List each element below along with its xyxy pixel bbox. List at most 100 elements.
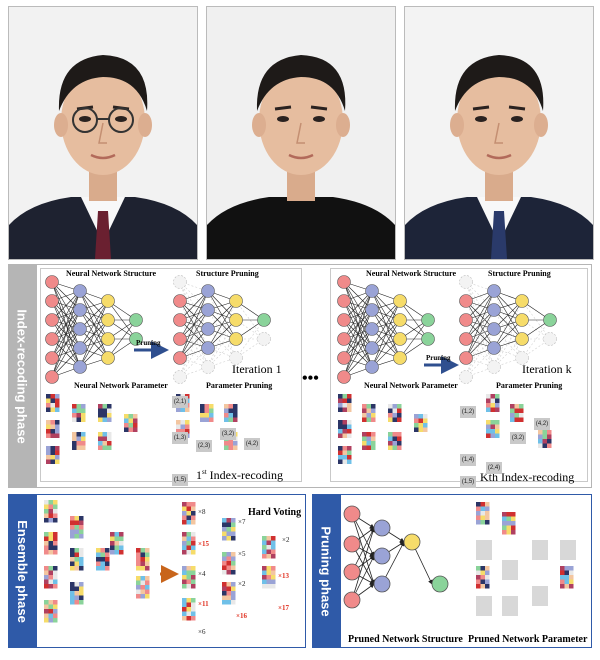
pruned-parameter-matrix	[560, 575, 565, 580]
ensemble-output-matrix	[231, 552, 236, 557]
pruned-parameter-matrix	[502, 512, 507, 517]
pruned-parameter-matrix	[476, 520, 481, 525]
pruned-neuron	[343, 505, 361, 523]
ensemble-output-matrix	[191, 616, 196, 621]
eye-left	[79, 116, 91, 122]
neuron-node-a	[101, 294, 115, 308]
ensemble-input-matrix	[100, 561, 105, 566]
ensemble-input-matrix	[53, 609, 58, 614]
neuron-node-a	[45, 370, 59, 384]
parameter-matrix	[371, 404, 376, 409]
ensemble-input-matrix	[79, 557, 84, 562]
index-recoding-1-label: 1st Index-recoding	[196, 468, 283, 482]
vote-count: ×4	[198, 570, 206, 578]
ensemble-input-matrix	[44, 532, 49, 537]
ensemble-output-matrix	[231, 518, 236, 523]
hair	[256, 55, 346, 111]
parameter-matrix	[342, 424, 347, 429]
pruned-parameter-matrix	[476, 502, 481, 507]
parameter-matrix	[414, 423, 419, 428]
parameter-matrix	[342, 455, 347, 460]
pruned-parameter-matrix	[490, 407, 495, 412]
ensemble-output-matrix	[262, 554, 267, 559]
neuron-node-c	[365, 303, 379, 317]
connection-edge	[343, 290, 373, 359]
pruned-parameter-matrix	[502, 521, 507, 526]
neuron-node-a	[45, 294, 59, 308]
parameter-matrix	[347, 429, 352, 434]
connection-edge	[179, 290, 209, 378]
vote-count: ×11	[198, 600, 209, 608]
parameter-matrix	[423, 423, 428, 428]
neuron-node-b	[173, 370, 187, 384]
ensemble-output-matrix	[186, 506, 191, 511]
ensemble-input-matrix	[48, 541, 53, 546]
pruned-parameter-matrix	[486, 429, 491, 434]
ensemble-output-matrix	[182, 532, 187, 537]
ensemble-input-matrix	[74, 561, 79, 566]
neuron-node-c	[365, 341, 379, 355]
pruned-parameter-matrix	[180, 424, 185, 429]
pruned-parameter-matrix	[200, 404, 205, 409]
neuron-node-a	[73, 341, 87, 355]
eyebrow-right	[310, 105, 328, 111]
parameter-matrix	[46, 420, 51, 425]
parameter-matrix	[55, 398, 60, 403]
ensemble-output-matrix	[182, 536, 187, 541]
ensemble-output-matrix	[231, 522, 236, 527]
neuron-node-d	[459, 370, 473, 384]
ensemble-output-matrix	[222, 527, 227, 532]
parameter-matrix	[107, 404, 112, 409]
pruned-parameter-matrix	[519, 404, 524, 409]
eye-left	[475, 116, 487, 122]
ensemble-output-matrix	[231, 600, 236, 605]
ensemble-input-matrix	[70, 516, 75, 521]
parameter-matrix	[371, 436, 376, 441]
pruned-parameter-matrix	[480, 515, 485, 520]
pruned-parameter-matrix	[564, 579, 569, 584]
ensemble-output-matrix	[186, 536, 191, 541]
pruned-parameter-matrix	[180, 407, 185, 412]
ensemble-output-matrix	[191, 570, 196, 575]
ensemble-output-matrix	[222, 595, 227, 600]
parameter-matrix	[423, 418, 428, 423]
pruning-arrow-label-left: Pruning	[136, 339, 161, 347]
ensemble-output-matrix	[191, 502, 196, 507]
parameter-matrix	[50, 455, 55, 460]
parameter-matrix	[347, 433, 352, 438]
ensemble-input-matrix	[79, 520, 84, 525]
parameter-matrix	[81, 441, 86, 446]
pruned-parameter-matrix	[180, 420, 185, 425]
ensemble-input-matrix	[96, 566, 101, 571]
ensemble-input-matrix	[44, 509, 49, 514]
neuron-node-b	[201, 360, 215, 374]
ensemble-input-matrix	[48, 536, 53, 541]
ensemble-input-matrix	[105, 566, 110, 571]
pruned-parameter-matrix	[514, 417, 519, 422]
pruned-parameter-matrix	[514, 404, 519, 409]
ensemble-output-matrix	[191, 607, 196, 612]
connection-edge	[179, 290, 209, 340]
pruned-block	[476, 540, 492, 560]
neuron-node-d	[487, 303, 501, 317]
pruned-parameter-matrix	[560, 570, 565, 575]
ensemble-input-matrix	[100, 557, 105, 562]
ensemble-input-matrix	[48, 504, 53, 509]
neuron-node-b	[229, 313, 243, 327]
pruned-neuron	[373, 575, 391, 593]
ensemble-input-matrix	[119, 550, 124, 555]
pruned-parameter-matrix	[209, 413, 214, 418]
parameter-matrix	[55, 459, 60, 464]
parameter-matrix	[388, 413, 393, 418]
parameter-matrix	[50, 407, 55, 412]
connection-edge	[343, 309, 373, 378]
parameter-matrix	[98, 441, 103, 446]
ensemble-output-matrix	[262, 579, 267, 584]
parameter-matrix	[347, 459, 352, 464]
pruned-parameter-matrix	[511, 525, 516, 530]
pruned-parameter-matrix	[233, 413, 238, 418]
parameter-matrix	[338, 433, 343, 438]
ensemble-input-matrix	[119, 545, 124, 550]
connection-edge	[51, 328, 81, 378]
ensemble-input-matrix	[140, 585, 145, 590]
